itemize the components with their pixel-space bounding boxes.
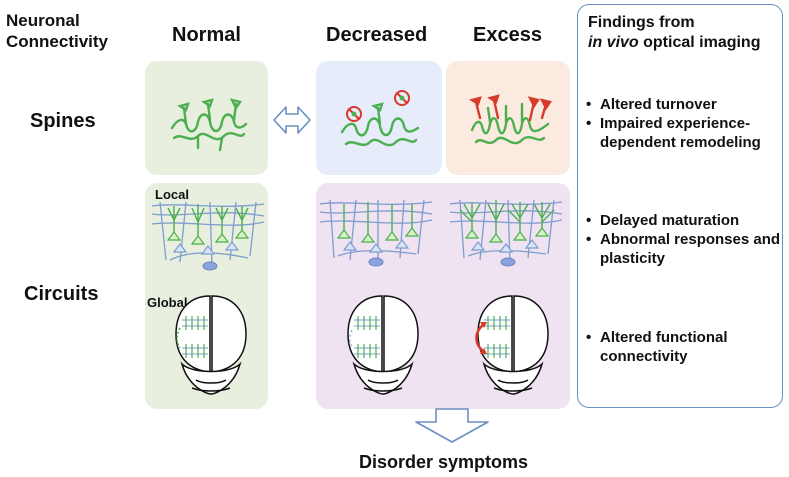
local-network-excess: [449, 199, 563, 267]
circuit-label-local: Local: [155, 187, 189, 202]
column-header-normal: Normal: [172, 24, 241, 46]
row-label-spines: Spines: [30, 110, 96, 132]
circuit-label-global: Global: [147, 295, 188, 310]
local-network-normal: [151, 201, 265, 271]
spines-normal-panel: [145, 61, 268, 175]
finding-item: •Altered turnover: [586, 96, 717, 113]
finding-item: •Impaired experience-dependent remodelin…: [586, 115, 761, 151]
spines-excess-illustration: [469, 94, 552, 145]
findings-title-rest: optical imaging: [638, 34, 761, 51]
findings-title-italic: in vivo: [588, 34, 639, 51]
brain-excess-icon: [475, 295, 549, 395]
brain-decreased-icon: [347, 295, 419, 395]
double-arrow-icon: [273, 106, 311, 134]
finding-item: •Abnormal responses and plasticity: [586, 231, 781, 267]
findings-title-line2: in vivo optical imaging: [588, 33, 760, 53]
column-header-excess: Excess: [473, 24, 542, 46]
findings-group-spines: •Altered turnover •Impaired experience-d…: [586, 95, 782, 152]
findings-title: Findings from in vivo optical imaging: [588, 13, 760, 53]
column-header-decreased: Decreased: [326, 24, 428, 46]
findings-group-local: •Delayed maturation •Abnormal responses …: [586, 211, 782, 268]
spines-decreased-illustration: [340, 90, 420, 147]
row-header-label: Neuronal Connectivity: [6, 11, 109, 51]
down-arrow-icon: [415, 408, 489, 443]
findings-panel: Findings from in vivo optical imaging •A…: [577, 4, 783, 408]
finding-item: •Altered functional connectivity: [586, 329, 728, 365]
outcome-label: Disorder symptoms: [359, 452, 529, 472]
row-label-circuits: Circuits: [24, 283, 99, 305]
findings-group-global: •Altered functional connectivity: [586, 328, 782, 366]
brain-normal-icon: [175, 295, 247, 395]
local-network-decreased: [319, 199, 433, 267]
finding-item: •Delayed maturation: [586, 212, 740, 229]
spines-normal-illustration: [170, 98, 248, 152]
findings-title-line1: Findings from: [588, 14, 695, 31]
